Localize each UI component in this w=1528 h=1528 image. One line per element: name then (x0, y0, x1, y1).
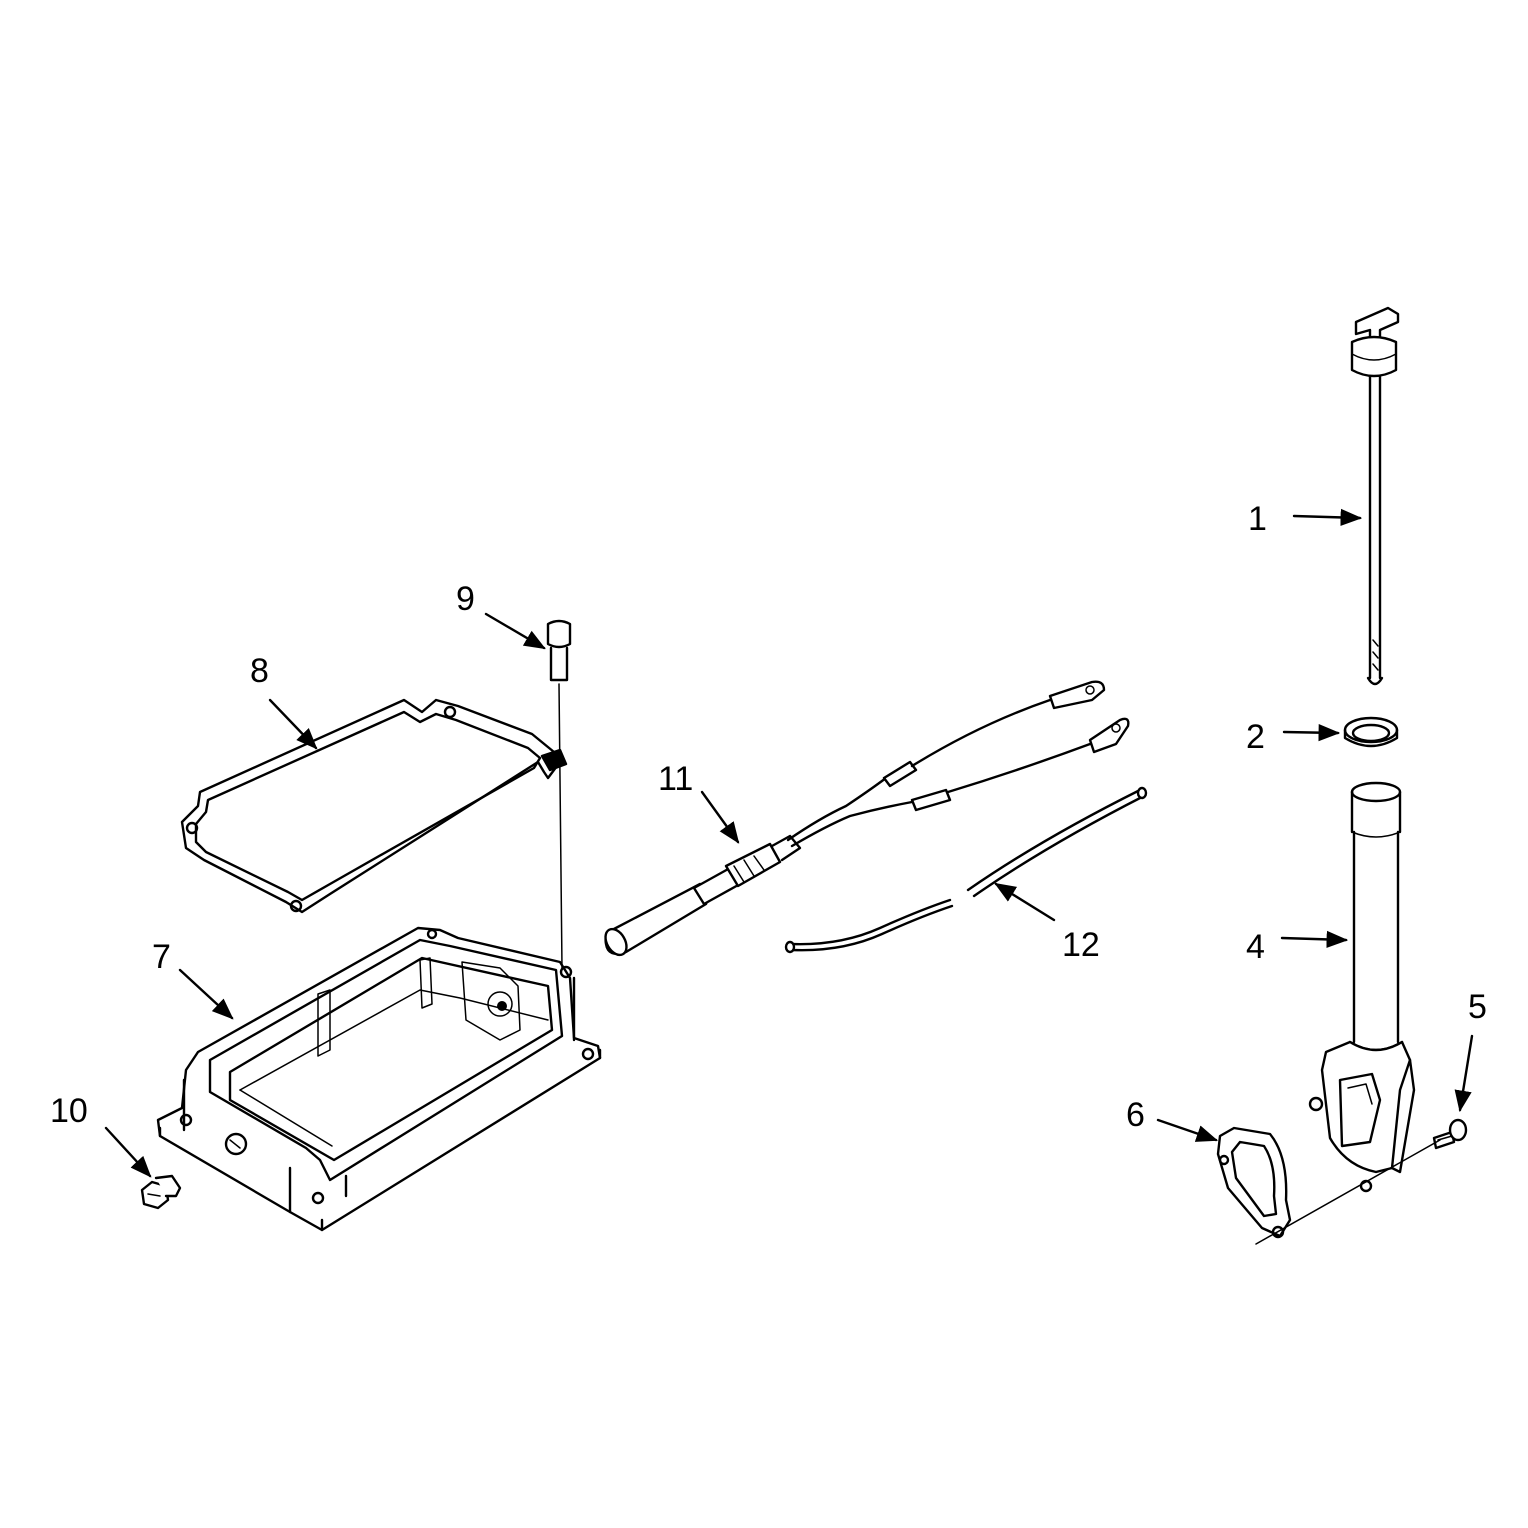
leader-11 (700, 790, 740, 844)
leader-12 (994, 882, 1056, 922)
part-9-bolt (546, 619, 572, 969)
part-1-dipstick (1350, 306, 1400, 686)
leader-2 (1282, 724, 1341, 742)
callout-9: 9 (456, 580, 475, 618)
part-12-wire (784, 786, 1148, 954)
part-8-pan-gasket (180, 698, 568, 914)
callout-7: 7 (152, 938, 171, 976)
leader-6 (1156, 1118, 1219, 1142)
callout-arrows (104, 508, 1474, 1178)
leader-8 (268, 698, 318, 750)
leader-4 (1280, 930, 1349, 949)
callout-8: 8 (250, 652, 269, 690)
callout-1: 1 (1248, 500, 1267, 538)
part-10-drain-plug (140, 1174, 182, 1210)
callout-11: 11 (658, 760, 693, 798)
callout-10: 10 (50, 1092, 88, 1130)
leader-7 (178, 968, 234, 1020)
part-7-oil-pan (156, 926, 602, 1232)
leader-5 (1454, 1034, 1474, 1113)
callout-12: 12 (1062, 926, 1100, 964)
part-2-seal-ring (1343, 716, 1399, 748)
alignment-line (1255, 1139, 1441, 1245)
part-11-sensor-harness (604, 680, 1130, 957)
leader-10 (104, 1126, 152, 1178)
callout-5: 5 (1468, 988, 1487, 1026)
callout-2: 2 (1246, 718, 1265, 756)
leader-1 (1292, 508, 1363, 527)
callout-4: 4 (1246, 928, 1265, 966)
leader-9 (484, 612, 546, 650)
part-5-screw (1432, 1118, 1468, 1150)
part-6-gasket (1216, 1126, 1292, 1239)
part-4-fill-tube (1308, 781, 1416, 1193)
callout-6: 6 (1126, 1096, 1145, 1134)
